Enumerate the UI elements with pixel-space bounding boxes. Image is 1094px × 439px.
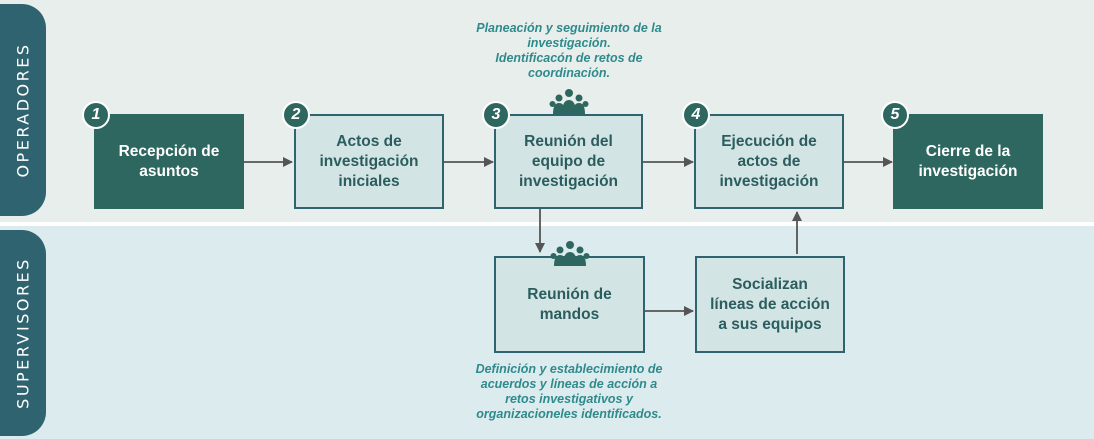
mandos-meeting-label: Reunión de mandos bbox=[527, 285, 612, 323]
planning-note: Planeación y seguimiento de la investiga… bbox=[476, 21, 662, 80]
step-5-badge: 5 bbox=[881, 101, 909, 129]
mandos-meeting-box: Reunión de mandos bbox=[494, 256, 645, 353]
people-group-icon bbox=[550, 241, 590, 266]
definition-note: Definición y establecimiento de acuerdos… bbox=[475, 362, 663, 421]
step-4-label: Ejecución de actos de investigación bbox=[719, 132, 819, 190]
step-4-badge: 4 bbox=[682, 101, 710, 129]
step-1-box: Recepción de asuntos bbox=[94, 114, 244, 209]
step-3-label: Reunión del equipo de investigación bbox=[518, 132, 619, 190]
socialize-box: Socializan líneas de acción a sus equipo… bbox=[695, 256, 845, 353]
operadores-lane-tab: OPERADORES bbox=[0, 4, 46, 216]
people-group-icon bbox=[549, 89, 589, 114]
step-5-label: Cierre de la investigación bbox=[918, 142, 1018, 180]
step-2-box: Actos de investigación iniciales bbox=[294, 114, 444, 209]
step-2-label: Actos de investigación iniciales bbox=[319, 132, 419, 190]
step-2-badge: 2 bbox=[282, 101, 310, 129]
step-3-box: Reunión del equipo de investigación bbox=[494, 114, 643, 209]
supervisores-lane-tab: SUPERVISORES bbox=[0, 230, 46, 436]
step-1-badge: 1 bbox=[82, 101, 110, 129]
step-3-badge: 3 bbox=[482, 101, 510, 129]
step-5-box: Cierre de la investigación bbox=[893, 114, 1043, 209]
step-1-label: Recepción de asuntos bbox=[118, 142, 220, 180]
step-4-box: Ejecución de actos de investigación bbox=[694, 114, 844, 209]
socialize-label: Socializan líneas de acción a sus equipo… bbox=[710, 275, 830, 333]
